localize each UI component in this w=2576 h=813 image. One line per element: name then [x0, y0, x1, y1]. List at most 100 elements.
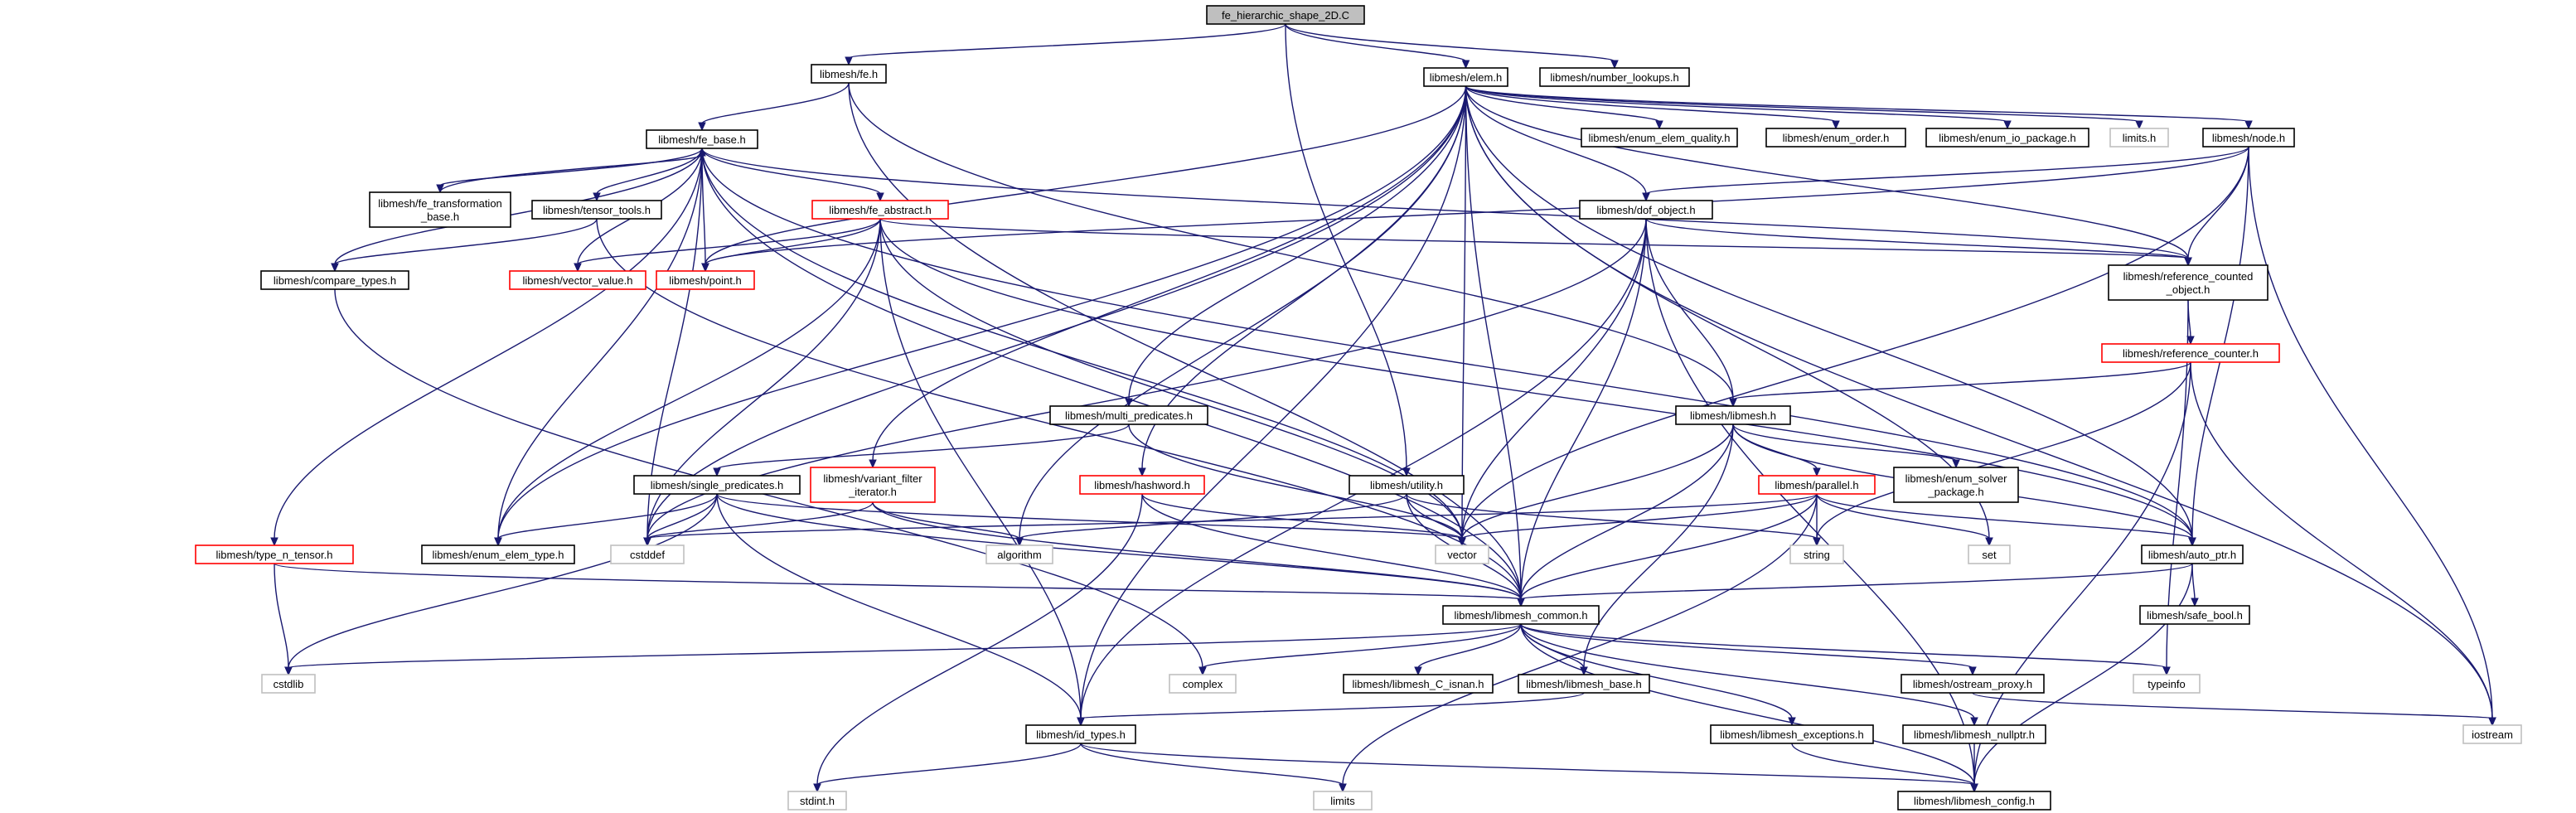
node-iostream[interactable]: iostream [2462, 724, 2522, 744]
edge-parallel-to-set [1816, 493, 1993, 547]
edge-single_predicates-to-enum_elem_type [494, 493, 718, 547]
node-libmesh_config[interactable]: libmesh/libmesh_config.h [1897, 791, 2051, 811]
edge-elem-to-variant_filter_iterator [869, 85, 1467, 469]
node-label: libmesh/reference_counter.h [2123, 347, 2259, 360]
node-label: string [1804, 549, 1830, 561]
node-cstddef[interactable]: cstddef [610, 544, 685, 564]
node-libmesh_h[interactable]: libmesh/libmesh.h [1675, 405, 1791, 425]
node-auto_ptr[interactable]: libmesh/auto_ptr.h [2141, 544, 2244, 564]
node-label: libmesh/reference_counted [2123, 270, 2254, 283]
node-label: iostream [2472, 728, 2513, 741]
node-fe_base[interactable]: libmesh/fe_base.h [646, 129, 758, 149]
node-set[interactable]: set [1968, 544, 2011, 564]
node-stdint[interactable]: stdint.h [787, 791, 847, 811]
node-label: libmesh/safe_bool.h [2147, 609, 2243, 622]
node-variant_filter_iterator[interactable]: libmesh/variant_filter_iterator.h [810, 467, 936, 503]
node-box [1442, 605, 1600, 625]
node-number_lookups[interactable]: libmesh/number_lookups.h [1539, 67, 1690, 87]
node-typeinfo[interactable]: typeinfo [2133, 674, 2201, 694]
node-compare_types[interactable]: libmesh/compare_types.h [260, 270, 409, 290]
node-algorithm[interactable]: algorithm [985, 544, 1053, 564]
node-box [1539, 67, 1690, 87]
node-label: complex [1183, 678, 1223, 690]
edge-fe_base-to-type_n_tensor [270, 148, 703, 547]
node-box [1049, 405, 1208, 425]
node-box [1313, 791, 1373, 811]
node-label: _package.h [1927, 486, 1983, 498]
node-label: _base.h [420, 211, 459, 223]
edge-libmesh_common-to-libmesh_base [1520, 623, 1588, 676]
node-box [646, 129, 758, 149]
node-box [2108, 264, 2269, 301]
node-box [1675, 405, 1791, 425]
node-elem[interactable]: libmesh/elem.h [1423, 67, 1508, 87]
node-libmesh_exceptions[interactable]: libmesh/libmesh_exceptions.h [1710, 724, 1874, 744]
node-safe_bool[interactable]: libmesh/safe_bool.h [2139, 605, 2250, 625]
node-fe_transformation_base[interactable]: libmesh/fe_transformation_base.h [369, 191, 511, 228]
node-fe[interactable]: libmesh/fe.h [811, 64, 887, 84]
node-enum_order[interactable]: libmesh/enum_order.h [1765, 128, 1906, 148]
node-node[interactable]: libmesh/node.h [2202, 128, 2295, 148]
edge-elem-to-enum_order [1465, 85, 1840, 130]
node-box [1897, 791, 2051, 811]
node-enum_elem_quality[interactable]: libmesh/enum_elem_quality.h [1581, 128, 1738, 148]
node-box [1925, 128, 2089, 148]
edge-fe_abstract-to-vector_value [574, 218, 881, 273]
node-box [811, 200, 949, 220]
node-reference_counter[interactable]: libmesh/reference_counter.h [2101, 343, 2280, 363]
node-limits_h[interactable]: limits.h [2109, 128, 2169, 148]
node-complex[interactable]: complex [1169, 674, 1237, 694]
node-libmesh_c_isnan[interactable]: libmesh/libmesh_C_isnan.h [1343, 674, 1494, 694]
node-label: libmesh/id_types.h [1036, 728, 1126, 741]
edge-libmesh_common-to-complex [1198, 623, 1522, 676]
node-string[interactable]: string [1789, 544, 1844, 564]
node-single_predicates[interactable]: libmesh/single_predicates.h [633, 475, 801, 495]
node-vector_value[interactable]: libmesh/vector_value.h [509, 270, 646, 290]
node-multi_predicates[interactable]: libmesh/multi_predicates.h [1049, 405, 1208, 425]
node-label: libmesh/ostream_proxy.h [1913, 678, 2032, 690]
node-enum_elem_type[interactable]: libmesh/enum_elem_type.h [421, 544, 575, 564]
node-fe_abstract[interactable]: libmesh/fe_abstract.h [811, 200, 949, 220]
edge-hashword-to-stdint [813, 493, 1143, 793]
node-enum_io_package[interactable]: libmesh/enum_io_package.h [1925, 128, 2089, 148]
node-ostream_proxy[interactable]: libmesh/ostream_proxy.h [1901, 674, 2045, 694]
edge-fe_abstract-to-reference_counted_object [879, 218, 2192, 267]
edge-type_n_tensor-to-cstdlib [274, 563, 293, 676]
node-label: algorithm [997, 549, 1041, 561]
node-box [1765, 128, 1906, 148]
edge-id_types-to-stdint [813, 743, 1082, 793]
node-label: libmesh/enum_solver [1905, 472, 2008, 485]
node-limits[interactable]: limits [1313, 791, 1373, 811]
edge-fe_base-to-fe_abstract [701, 148, 884, 202]
node-label: libmesh/dof_object.h [1596, 204, 1695, 216]
node-utility[interactable]: libmesh/utility.h [1349, 475, 1465, 495]
node-point[interactable]: libmesh/point.h [656, 270, 755, 290]
node-box [1902, 724, 2046, 744]
node-parallel[interactable]: libmesh/parallel.h [1758, 475, 1876, 495]
node-type_n_tensor[interactable]: libmesh/type_n_tensor.h [195, 544, 354, 564]
node-reference_counted_object[interactable]: libmesh/reference_counted_object.h [2108, 264, 2269, 301]
edge-libmesh_common-to-cstdlib [284, 623, 1522, 676]
node-enum_solver_package[interactable]: libmesh/enum_solver_package.h [1893, 467, 2019, 503]
node-tensor_tools[interactable]: libmesh/tensor_tools.h [531, 200, 662, 220]
node-box [1025, 724, 1136, 744]
node-vector[interactable]: vector [1435, 544, 1489, 564]
node-label: libmesh/tensor_tools.h [543, 204, 651, 216]
node-box [1710, 724, 1874, 744]
node-box [610, 544, 685, 564]
node-libmesh_base[interactable]: libmesh/libmesh_base.h [1518, 674, 1650, 694]
node-libmesh_common[interactable]: libmesh/libmesh_common.h [1442, 605, 1600, 625]
edge-ostream_proxy-to-iostream [1972, 692, 2496, 727]
node-libmesh_nullptr[interactable]: libmesh/libmesh_nullptr.h [1902, 724, 2046, 744]
edge-libmesh_common-to-libmesh_c_isnan [1414, 623, 1522, 676]
node-id_types[interactable]: libmesh/id_types.h [1025, 724, 1136, 744]
node-root[interactable]: fe_hierarchic_shape_2D.C [1206, 5, 1365, 25]
node-cstdlib[interactable]: cstdlib [261, 674, 316, 694]
node-label: libmesh/enum_elem_quality.h [1588, 132, 1730, 144]
node-label: libmesh/fe_abstract.h [829, 204, 932, 216]
node-label: libmesh/libmesh_config.h [1914, 795, 2035, 807]
node-dof_object[interactable]: libmesh/dof_object.h [1579, 200, 1713, 220]
node-hashword[interactable]: libmesh/hashword.h [1079, 475, 1205, 495]
node-box [195, 544, 354, 564]
